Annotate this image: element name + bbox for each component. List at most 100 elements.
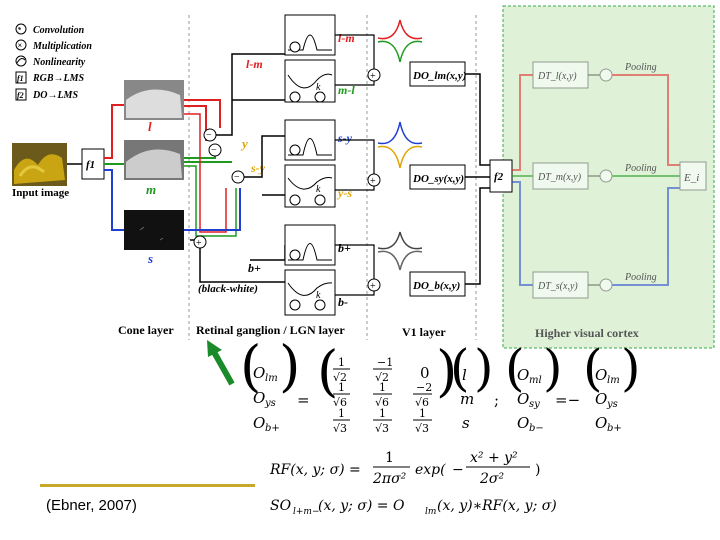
svg-text:): ) (436, 339, 457, 403)
svg-text:1: 1 (338, 407, 345, 420)
label-bplus-left: b+ (248, 261, 261, 275)
label-m: m (146, 182, 156, 197)
green-arrow (211, 350, 235, 386)
pooling-label-1: Pooling (624, 62, 657, 73)
do-box-lm (409, 61, 466, 87)
svg-text:): ) (543, 339, 563, 397)
pooling-label-3: Pooling (624, 272, 657, 283)
label-lm: l-m (246, 57, 263, 71)
svg-text:+: + (370, 176, 376, 187)
rf-equation: RF(x, y; σ) = 1 2πσ² exp( − x² + y² 2σ² … (269, 450, 540, 487)
svg-text:+: + (370, 71, 376, 82)
svg-text:SO: SO (270, 498, 292, 514)
svg-text:f2: f2 (494, 171, 504, 183)
svg-text:;: ; (494, 391, 499, 409)
svg-text:=−: =− (555, 391, 580, 409)
svg-text:−1: −1 (377, 356, 393, 369)
svg-text:(: ( (505, 339, 525, 397)
legend: * Convolution × Multiplication Nonlinear… (15, 23, 92, 101)
legend-item-1: Multiplication (32, 41, 92, 52)
svg-text:): ) (279, 334, 300, 398)
svg-text:−: − (452, 462, 464, 478)
stage-label-higher: Higher visual cortex (535, 326, 639, 340)
svg-text:1: 1 (379, 381, 386, 394)
do-box-b (409, 271, 466, 297)
stage-label-retinal: Retinal ganglion / LGN layer (196, 323, 345, 337)
svg-text:DO_lm(x,y): DO_lm(x,y) (412, 70, 466, 82)
svg-text:1: 1 (419, 407, 426, 420)
svg-text:lm: lm (425, 507, 436, 517)
input-label: Input image (12, 187, 69, 199)
svg-text:O: O (595, 414, 607, 432)
label-s: s (147, 251, 153, 266)
svg-text:RF(x, y; σ) =: RF(x, y; σ) = (269, 462, 361, 478)
svg-text:−: − (211, 145, 217, 156)
label-ys: y-s (336, 186, 352, 200)
svg-text:O: O (253, 389, 265, 407)
legend-item-2: Nonlinearity (32, 57, 86, 68)
svg-text:1: 1 (385, 450, 394, 466)
svg-text:−2: −2 (416, 381, 432, 394)
svg-text:(: ( (317, 339, 338, 403)
svg-text:O: O (253, 364, 265, 382)
svg-text:√3: √3 (375, 422, 389, 435)
svg-text:O: O (517, 390, 529, 408)
svg-text:1: 1 (338, 356, 345, 369)
legend-item-4: DO→LMS (32, 90, 78, 101)
label-y: y (240, 136, 248, 151)
svg-text:f2: f2 (17, 91, 24, 100)
svg-text:O: O (517, 366, 529, 384)
svg-text:k: k (316, 290, 321, 301)
do-box-sy (409, 164, 466, 190)
svg-text:O: O (595, 390, 607, 408)
label-lm-right: l-m (338, 31, 355, 45)
svg-text:(: ( (240, 334, 261, 398)
label-sy: s-y (250, 161, 266, 175)
svg-text:−: − (206, 130, 212, 141)
svg-text:b−: b− (529, 423, 544, 434)
svg-text:O: O (595, 366, 607, 384)
svg-text:√3: √3 (415, 422, 429, 435)
svg-text:DO_sy(x,y): DO_sy(x,y) (412, 173, 464, 185)
svg-text:×: × (18, 41, 23, 50)
svg-text:√2: √2 (333, 371, 347, 384)
svg-text:ys: ys (606, 399, 618, 410)
svg-text:=: = (297, 391, 310, 409)
svg-text:O: O (517, 414, 529, 432)
svg-text:(x, y; σ) = O: (x, y; σ) = O (318, 498, 405, 514)
citation-divider (40, 484, 255, 487)
svg-text:l: l (462, 366, 467, 384)
svg-text:DO_b(x,y): DO_b(x,y) (412, 280, 460, 292)
dt-box-l: DT_l(x,y) (537, 71, 577, 82)
label-l: l (148, 119, 152, 134)
svg-text:(: ( (450, 339, 470, 397)
svg-text:): ) (474, 339, 494, 397)
svg-text:*: * (18, 26, 22, 34)
svg-text:b+: b+ (265, 423, 280, 434)
label-ml: m-l (338, 83, 355, 97)
label-bw: (black-white) (198, 283, 258, 295)
legend-item-3: RGB→LMS (32, 73, 85, 84)
label-bp: b+ (338, 241, 351, 255)
svg-text:sy: sy (529, 399, 540, 410)
svg-text:(x, y)∗RF(x, y; σ): (x, y)∗RF(x, y; σ) (437, 498, 557, 514)
svg-text:2πσ²: 2πσ² (372, 471, 407, 487)
svg-text:b+: b+ (607, 423, 622, 434)
svg-text:2σ²: 2σ² (479, 471, 504, 487)
svg-text:1: 1 (338, 381, 345, 394)
label-bm: b- (338, 295, 348, 309)
ei-label: E_i (683, 172, 699, 184)
pooling-label-2: Pooling (624, 163, 657, 174)
svg-text:ys: ys (264, 398, 276, 409)
svg-text:f1: f1 (17, 74, 24, 83)
svg-text:x² + y²: x² + y² (470, 450, 518, 466)
svg-text:+: + (370, 281, 376, 292)
svg-text:k: k (316, 82, 321, 93)
dt-box-s: DT_s(x,y) (537, 281, 578, 292)
svg-text:m: m (460, 390, 474, 408)
stage-label-cone: Cone layer (118, 323, 174, 337)
svg-text:O: O (253, 414, 265, 432)
svg-text:ml: ml (529, 375, 542, 386)
